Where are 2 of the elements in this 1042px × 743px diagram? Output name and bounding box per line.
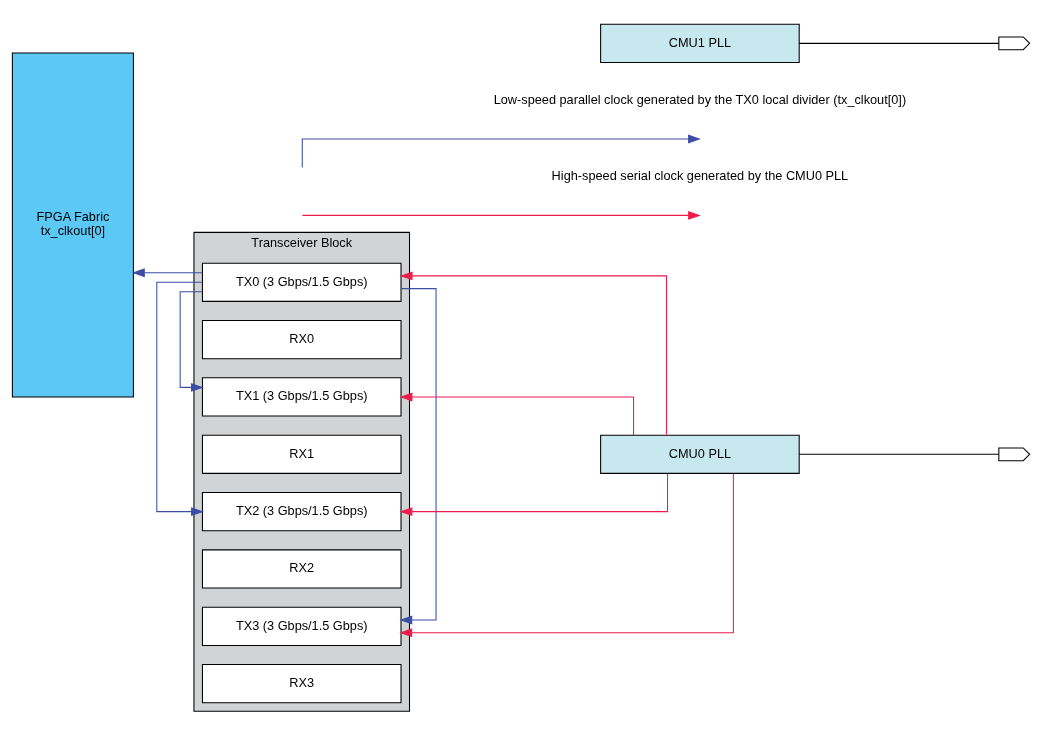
legend-label: High-speed serial clock generated by the CMU0 PLL [551, 167, 849, 183]
legend-label: Low-speed parallel clock generated by the TX0 local divider (tx_clkout[0]) [493, 91, 907, 107]
